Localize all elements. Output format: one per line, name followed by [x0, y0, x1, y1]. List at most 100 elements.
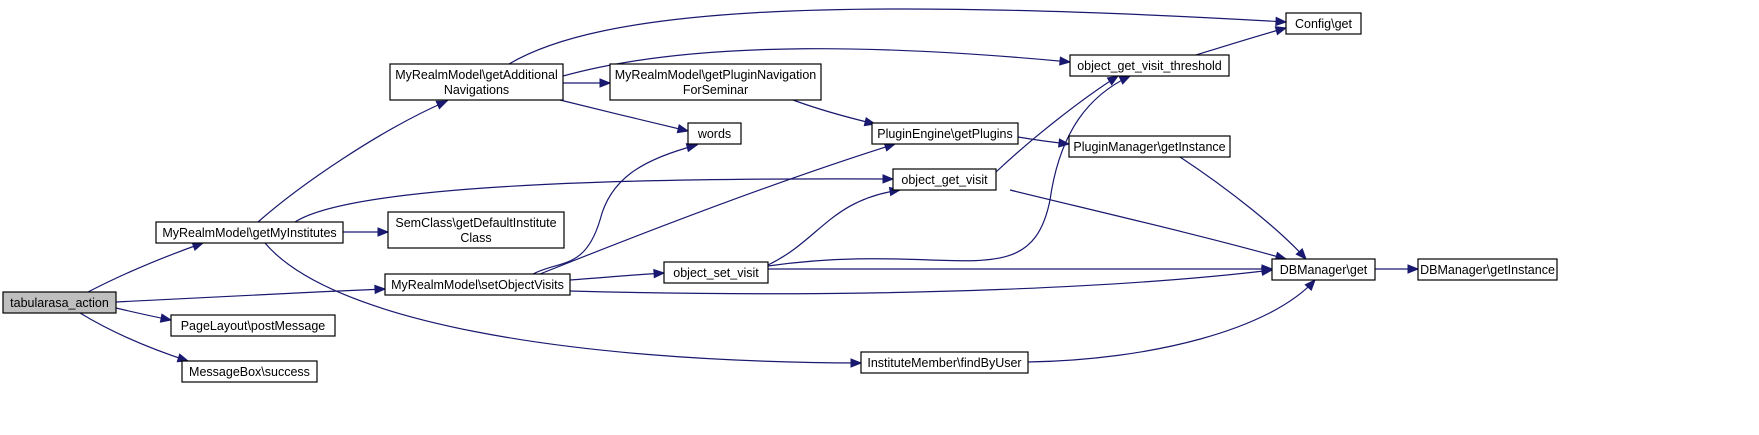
node-db_getInstance[interactable]: DBManager\getInstance — [1417, 258, 1558, 281]
node-postMessage[interactable]: PageLayout\postMessage — [170, 314, 336, 337]
edge-getMyInstitutes-to-getAdditionalNavigations — [257, 100, 449, 223]
edge-line — [1195, 27, 1287, 56]
arrowhead-icon — [1304, 278, 1316, 291]
arrowhead-icon — [1407, 264, 1420, 274]
node-object_set_visit[interactable]: object_set_visit — [663, 261, 769, 284]
arrowhead-icon — [1059, 56, 1072, 66]
node-label: MyRealmModel\getPluginNavigation — [615, 68, 817, 82]
node-layer: tabularasa_action MyRealmModel\getMyInsti… — [2, 12, 1558, 383]
node-label: MyRealmModel\getAdditional — [395, 68, 558, 82]
node-box — [860, 351, 1029, 374]
node-box — [387, 211, 565, 249]
edge-line — [995, 75, 1119, 173]
edge-setObjectVisits-to-getPlugins — [539, 142, 897, 275]
edge-tabularasa_action-to-postMessage — [115, 307, 173, 323]
edge-line — [767, 75, 1131, 267]
edge-getAdditionalNavigations-to-getPluginNavigationForSeminar — [563, 78, 612, 88]
edge-layer — [79, 8, 1420, 368]
edge-getAdditionalNavigations-to-object_get_visit_threshold — [562, 48, 1072, 77]
arrowhead-icon — [374, 284, 387, 295]
node-getPlugins[interactable]: PluginEngine\getPlugins — [871, 122, 1019, 145]
arrowhead-icon — [850, 358, 863, 368]
arrowhead-icon — [1275, 16, 1288, 27]
edge-db_get-to-db_getInstance — [1375, 264, 1420, 274]
edge-getMyInstitutes-to-getDefaultInstituteClass — [342, 227, 390, 237]
edge-object_set_visit-to-object_get_visit — [767, 186, 902, 266]
node-label: PageLayout\postMessage — [181, 319, 326, 333]
node-box — [1271, 258, 1376, 281]
node-object_get_visit_threshold[interactable]: object_get_visit_threshold — [1069, 54, 1230, 77]
node-box — [155, 221, 344, 244]
arrowhead-icon — [1261, 264, 1274, 274]
node-label: MyRealmModel\getMyInstitutes — [162, 226, 336, 240]
node-box — [181, 360, 318, 383]
arrowhead-icon — [653, 268, 666, 279]
node-db_get[interactable]: DBManager\get — [1271, 258, 1376, 281]
node-pm_getInstance[interactable]: PluginManager\getInstance — [1068, 135, 1231, 158]
node-config_get[interactable]: Config\get — [1285, 12, 1362, 35]
node-label: DBManager\getInstance — [1420, 263, 1555, 277]
node-label: MyRealmModel\setObjectVisits — [391, 278, 564, 292]
edge-line — [257, 100, 448, 223]
node-box — [384, 273, 571, 296]
edge-line — [569, 272, 665, 281]
node-words[interactable]: words — [687, 122, 742, 145]
edge-getAdditionalNavigations-to-words — [559, 99, 690, 134]
edge-line — [532, 144, 698, 275]
edge-line — [1179, 156, 1307, 260]
edge-getAdditionalNavigations-to-config_get — [508, 8, 1288, 65]
node-label: words — [697, 127, 731, 141]
edge-findByUser-to-db_get — [1027, 278, 1316, 363]
edge-getPluginNavigationForSeminar-to-getPlugins — [792, 99, 877, 127]
edge-line — [767, 189, 901, 266]
arrowhead-icon — [1274, 26, 1288, 36]
arrowhead-icon — [1295, 248, 1307, 261]
edge-object_get_visit_threshold-to-config_get — [1195, 26, 1288, 56]
arrowhead-icon — [377, 227, 390, 237]
edge-tabularasa_action-to-success — [79, 312, 190, 363]
edge-tabularasa_action-to-setObjectVisits — [115, 284, 387, 303]
edge-getMyInstitutes-to-findByUser — [264, 242, 863, 368]
edge-object_get_visit-to-object_get_visit_threshold — [995, 75, 1120, 173]
node-object_get_visit[interactable]: object_get_visit — [892, 168, 997, 191]
node-tabularasa_action[interactable]: tabularasa_action — [2, 291, 117, 314]
node-label: tabularasa_action — [10, 296, 109, 310]
edge-line — [508, 8, 1287, 65]
node-label: DBManager\get — [1280, 263, 1368, 277]
edge-line — [562, 48, 1071, 77]
edge-line — [115, 288, 386, 303]
arrowhead-icon — [191, 242, 205, 251]
node-getPluginNavigationForSeminar[interactable]: MyRealmModel\getPluginNavigationForSemin… — [609, 63, 822, 101]
node-label: object_get_visit_threshold — [1077, 59, 1222, 73]
node-box — [1068, 135, 1231, 158]
node-box — [1285, 12, 1362, 35]
node-label: Config\get — [1295, 17, 1353, 31]
node-getMyInstitutes[interactable]: MyRealmModel\getMyInstitutes — [155, 221, 344, 244]
edge-line — [792, 99, 876, 125]
node-box — [687, 122, 742, 145]
node-box — [389, 63, 564, 101]
edge-setObjectVisits-to-words — [532, 143, 699, 275]
edge-line — [559, 99, 689, 132]
node-findByUser[interactable]: InstituteMember\findByUser — [860, 351, 1029, 374]
node-success[interactable]: MessageBox\success — [181, 360, 318, 383]
node-label: PluginEngine\getPlugins — [877, 127, 1013, 141]
node-label: PluginManager\getInstance — [1073, 140, 1225, 154]
node-setObjectVisits[interactable]: MyRealmModel\setObjectVisits — [384, 273, 571, 296]
node-box — [1417, 258, 1558, 281]
edge-pm_getInstance-to-db_get — [1179, 156, 1307, 261]
node-label: ForSeminar — [683, 83, 748, 97]
arrowhead-icon — [676, 123, 690, 134]
edge-object_set_visit-to-db_get — [768, 264, 1274, 274]
node-label: SemClass\getDefaultInstitute — [395, 216, 556, 230]
edge-object_get_visit-to-db_get — [1009, 189, 1288, 261]
node-box — [2, 291, 117, 314]
node-box — [1069, 54, 1230, 77]
edge-line — [569, 269, 1273, 295]
arrowhead-icon — [1106, 75, 1120, 86]
node-box — [892, 168, 997, 191]
arrowhead-icon — [1118, 75, 1132, 85]
node-label: object_set_visit — [673, 266, 759, 280]
